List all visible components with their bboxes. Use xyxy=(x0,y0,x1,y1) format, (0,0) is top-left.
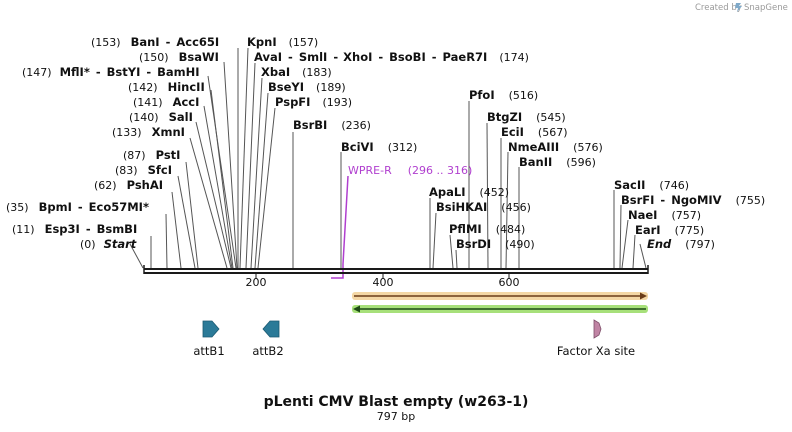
connector-end xyxy=(639,243,647,269)
enzyme-label-btgzi: BtgZI(545) xyxy=(487,110,566,124)
connector-sfci xyxy=(177,175,196,269)
enzyme-label-pshai: (62)PshAI xyxy=(94,178,163,192)
enzyme-label-bsihkai: BsiHKAI(456) xyxy=(436,200,531,214)
connector-sali xyxy=(195,121,232,269)
enzyme-label-bsrdi: BsrDI(490) xyxy=(456,237,535,251)
brand-text: SnapGene xyxy=(744,3,788,13)
enzyme-label-avai-group: AvaI-SmlI-XhoI-BsoBI-PaeR7I(174) xyxy=(254,50,529,64)
enzyme-label-eari: EarI(775) xyxy=(635,223,704,237)
enzyme-label-ecii: EciI(567) xyxy=(501,125,568,139)
feature-label-attb1: attB1 xyxy=(193,344,224,358)
connector-bsawi xyxy=(223,61,238,269)
tick-label: 600 xyxy=(499,276,520,289)
enzyme-label-pflmi: PflMI(484) xyxy=(449,222,525,236)
enzyme-label-kpni: KpnI(157) xyxy=(247,35,318,49)
connector-eari xyxy=(632,234,636,269)
connector-btgzi xyxy=(486,122,489,269)
connector-avai xyxy=(245,62,256,269)
backbone xyxy=(143,265,649,279)
tick-label: 400 xyxy=(373,276,394,289)
enzyme-label-bcivi: BciVI(312) xyxy=(341,140,417,154)
connector-acci xyxy=(203,105,233,269)
map-title: pLenti CMV Blast empty (w263-1) xyxy=(264,394,529,410)
enzyme-label-xmni: (133)XmnI xyxy=(112,125,185,139)
enzyme-label-mfli-group: (147)MflI*-BstYI-BamHI xyxy=(22,65,200,79)
snapgene-logo-icon xyxy=(735,3,742,12)
connector-nmeaiii xyxy=(505,151,509,269)
connector-xbai xyxy=(250,77,263,269)
connector-psti xyxy=(185,161,199,269)
feature-label-attb2: attB2 xyxy=(252,344,283,358)
enzyme-label-xbai: XbaI(183) xyxy=(261,65,332,79)
connector-start xyxy=(129,243,144,269)
connector-bseyi xyxy=(254,92,269,269)
connector-pshai xyxy=(171,191,182,269)
map-length: 797 bp xyxy=(377,410,415,423)
tick-label: 200 xyxy=(246,276,267,289)
enzyme-label-esp3i-group: (11)Esp3I-BsmBI xyxy=(12,222,137,236)
enzyme-label-bpmi-group: (35)BpmI-Eco57MI* xyxy=(6,200,149,214)
enzyme-label-bseyi: BseYI(189) xyxy=(268,80,346,94)
enzyme-label-acci: (141)AccI xyxy=(133,95,199,109)
orf-forward-arrow xyxy=(352,292,648,300)
connector-bsrdi xyxy=(455,249,458,269)
connector-pspfi xyxy=(257,107,276,269)
primer-wpre-r-line xyxy=(331,175,349,279)
connector-naei xyxy=(621,219,629,269)
factor-xa-arrow-icon xyxy=(593,319,602,339)
connector-mfli xyxy=(207,75,237,269)
credit-text: Created by xyxy=(695,3,742,13)
connector-kpni xyxy=(239,47,249,269)
enzyme-label-apali: ApaLI(452) xyxy=(429,185,509,199)
enzyme-label-sfci: (83)SfcI xyxy=(115,163,172,177)
attb1-arrow-icon xyxy=(202,320,220,338)
connector-pflmi xyxy=(449,234,454,269)
enzyme-label-pfoi: PfoI(516) xyxy=(469,88,538,102)
enzyme-label-bsawi: (150)BsaWI xyxy=(139,50,219,64)
attb2-arrow-icon xyxy=(262,320,280,338)
terminal-label-end: End(797) xyxy=(647,237,715,251)
enzyme-label-bani-acc65i: (153)BanI-Acc65I xyxy=(91,35,219,49)
enzyme-label-sacii: SacII(746) xyxy=(614,178,689,192)
enzyme-label-sali: (140)SalI xyxy=(129,110,193,124)
feature-label-factor-xa: Factor Xa site xyxy=(557,344,635,358)
enzyme-label-banii: BanII(596) xyxy=(519,155,596,169)
label-connectors xyxy=(129,47,647,269)
enzyme-label-nmeaiii: NmeAIII(576) xyxy=(508,140,603,154)
connector-bpmi xyxy=(165,213,168,269)
enzyme-label-pspfi: PspFI(193) xyxy=(275,95,352,109)
primer-label-wpre-r: WPRE-R(296 .. 316) xyxy=(348,164,472,177)
enzyme-label-hincii: (142)HincII xyxy=(128,80,205,94)
enzyme-label-naei: NaeI(757) xyxy=(628,208,701,222)
connector-bsihkai xyxy=(432,212,437,269)
enzyme-label-psti: (87)PstI xyxy=(123,148,180,162)
enzyme-label-bsrfi-group: BsrFI-NgoMIV(755) xyxy=(621,193,765,207)
enzyme-label-bsrbi: BsrBI(236) xyxy=(293,118,371,132)
connector-bsrfi xyxy=(619,204,622,269)
connector-xmni xyxy=(189,137,228,269)
orf-reverse-arrow xyxy=(352,305,648,313)
terminal-label-start: (0)Start xyxy=(80,237,137,251)
